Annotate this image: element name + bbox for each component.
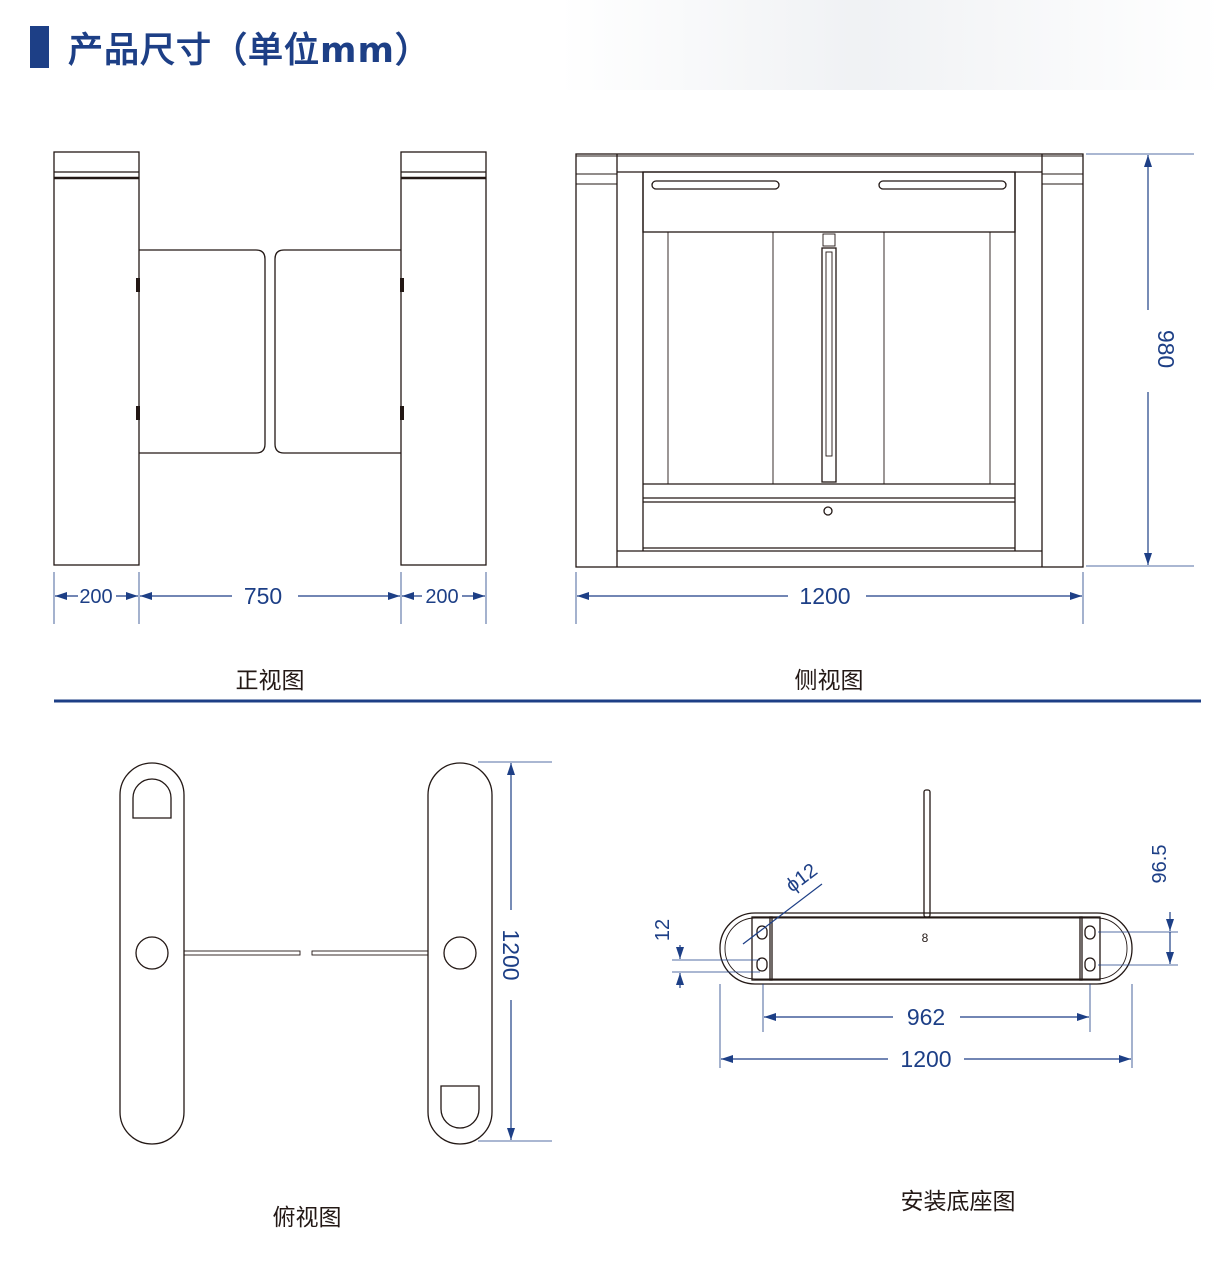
header-background: [560, 0, 1222, 90]
side-door-shaft: [821, 247, 837, 483]
front-right-post: [400, 151, 487, 566]
side-keyhole: [823, 506, 833, 516]
front-left-panel: [139, 249, 266, 454]
base-hole: [756, 957, 768, 972]
base-hole: [1084, 957, 1096, 972]
top-right-shaft: [443, 936, 477, 970]
side-view: 980 1200: [575, 153, 1194, 624]
side-light-strip-right: [878, 180, 1007, 190]
side-dim-height: 980: [1153, 330, 1179, 368]
side-view-caption: 侧视图: [795, 668, 864, 694]
top-left-post: [119, 762, 185, 1145]
top-left-door: [183, 950, 301, 956]
base-dim-spacing: 962: [907, 1004, 945, 1030]
front-left-post: [53, 151, 140, 566]
base-left-plate: [751, 916, 773, 981]
top-left-shaft: [135, 936, 169, 970]
base-inner-box: [769, 916, 1083, 981]
page-title: 产品尺寸（单位mm）: [68, 31, 431, 71]
base-mark: 8: [922, 931, 929, 945]
side-body-outline: [575, 153, 1084, 568]
base-hole-leader: [742, 883, 823, 945]
base-dim-offset: 96.5: [1149, 845, 1171, 884]
front-dim-left: 200: [79, 586, 112, 608]
front-right-panel: [274, 249, 401, 454]
top-dim-length: 1200: [498, 929, 524, 980]
base-shaft: [923, 789, 931, 918]
front-view-caption: 正视图: [236, 668, 305, 694]
side-dim-length: 1200: [799, 583, 850, 609]
base-right-plate: [1079, 916, 1101, 981]
base-view: 8 ϕ12 12 96.5 962 1200: [652, 789, 1178, 1072]
base-hole: [1084, 925, 1096, 940]
top-view-caption: 俯视图: [273, 1205, 342, 1231]
side-light-strip-left: [651, 180, 780, 190]
title-accent-bar: [30, 26, 49, 68]
top-view: 1200: [119, 761, 552, 1145]
top-right-door: [311, 950, 429, 956]
base-dim-hole: ϕ12: [782, 859, 822, 897]
base-outline: [719, 912, 1133, 985]
base-view-caption: 安装底座图: [901, 1189, 1016, 1215]
base-dim-slot: 12: [652, 919, 674, 941]
side-shaft-top: [822, 233, 836, 247]
top-right-post: [427, 762, 493, 1145]
base-dim-length: 1200: [900, 1046, 951, 1072]
front-view: 200 750 200: [53, 151, 487, 624]
base-hole: [756, 925, 768, 940]
front-dim-right: 200: [425, 586, 458, 608]
top-right-sensor: [440, 1085, 480, 1129]
front-dim-middle: 750: [244, 583, 282, 609]
top-left-sensor: [132, 778, 172, 819]
